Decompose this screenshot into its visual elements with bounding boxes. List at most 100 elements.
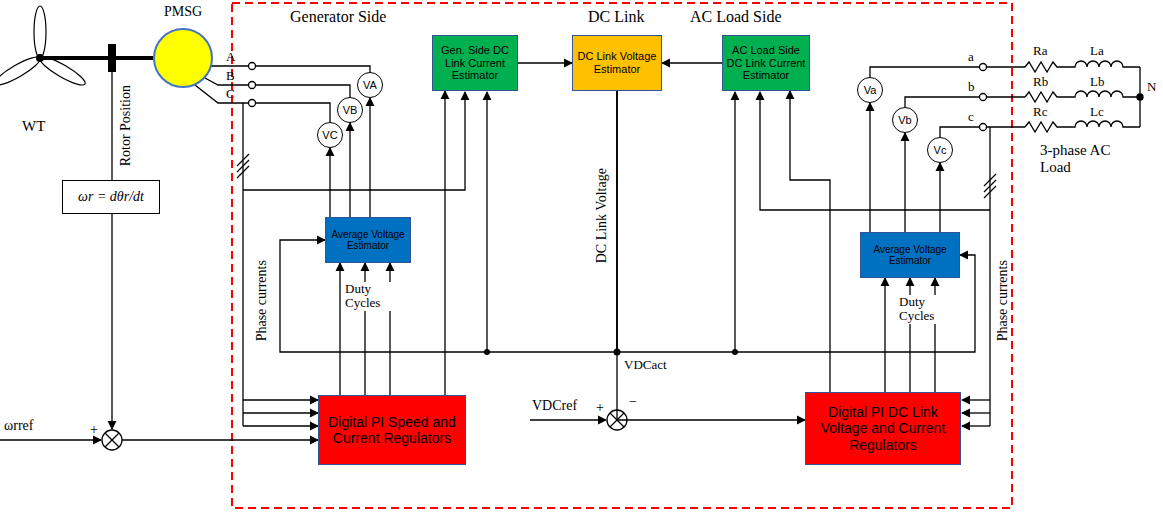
signal-connector — [280, 91, 617, 352]
node-text: VA — [363, 79, 377, 92]
voltmeter-circle: VB — [337, 97, 363, 123]
vertical-label: Phase currents — [253, 260, 268, 341]
wire — [105, 433, 119, 447]
wire — [243, 425, 318, 426]
wire — [1137, 94, 1143, 100]
signal-connector — [369, 98, 370, 217]
signal-label: B — [226, 69, 235, 83]
load-side-wires — [735, 64, 1025, 427]
signal-label: N — [1147, 80, 1156, 94]
wire — [905, 97, 1025, 107]
signal-label: Lb — [1090, 75, 1104, 89]
wire — [989, 127, 990, 426]
node-text: PMSG — [161, 4, 205, 20]
wire — [486, 92, 487, 352]
machine-circle: PMSG — [150, 4, 216, 92]
signal-label: Rb — [1033, 75, 1048, 89]
wire — [211, 66, 370, 72]
signal-label: DC Link — [588, 8, 644, 26]
wire — [249, 100, 256, 107]
vertical-label: DC Link Voltage — [593, 168, 608, 263]
wire — [243, 92, 465, 190]
wire — [962, 412, 990, 413]
node-text: Digital PI DC Link Voltage and Current R… — [806, 404, 960, 452]
rotor-wires — [0, 72, 318, 450]
signal-label: 3-phase AC Load — [1040, 142, 1115, 175]
dashed-boundary — [232, 3, 1012, 508]
signal-connector — [329, 148, 330, 217]
three-phase-load — [1025, 61, 1143, 132]
node-text: AC Load Side DC Link Current Estimator — [723, 44, 809, 82]
signal-connector — [444, 91, 445, 395]
wire — [980, 64, 987, 71]
signal-label: b — [968, 80, 975, 94]
wire — [962, 399, 990, 400]
vertical-label: Phase currents — [994, 260, 1009, 341]
wire — [242, 103, 243, 426]
signal-label: + — [90, 422, 98, 437]
signal-label: Duty Cycles — [344, 282, 398, 311]
signal-connector — [617, 91, 975, 352]
wire — [980, 94, 987, 101]
wire — [243, 412, 318, 413]
voltmeter-circle: Vb — [892, 107, 918, 133]
signal-connector — [617, 91, 805, 420]
node-text: Digital PI Speed and Current Regulators — [319, 414, 465, 446]
generator-circle — [153, 28, 213, 88]
signal-connector — [904, 133, 905, 232]
voltmeter-circle: VC — [317, 122, 343, 148]
node-text: Vb — [898, 114, 911, 127]
wire — [105, 433, 119, 447]
voltmeter-circle: Va — [857, 77, 883, 103]
signal-label: ωrref — [4, 418, 33, 433]
wire — [122, 439, 318, 440]
signal-connector — [662, 62, 722, 63]
node-text: Vc — [934, 144, 947, 157]
encoder — [108, 44, 116, 72]
node-text: VC — [322, 129, 337, 142]
signal-label: c — [968, 110, 974, 124]
wire — [1025, 121, 1140, 132]
wire — [249, 82, 256, 89]
regulator-box: Digital PI DC Link Voltage and Current R… — [805, 392, 961, 465]
wire — [984, 186, 996, 198]
wire — [102, 430, 122, 450]
wire — [734, 92, 735, 352]
wire — [195, 85, 330, 122]
signal-label: − — [629, 394, 637, 409]
wire — [980, 124, 987, 131]
signal-connector — [349, 123, 350, 217]
signal-connector — [518, 62, 572, 63]
formula-box: ωr = dθr/dt — [62, 180, 160, 214]
signal-connector — [939, 163, 940, 232]
signal-label: VDCact — [624, 358, 667, 372]
node-text: VB — [343, 104, 358, 117]
node-text: DC Link Voltage Estimator — [573, 50, 661, 75]
estimator-box: Average Voltage Estimator — [860, 232, 960, 278]
wire — [0, 53, 43, 89]
node-text: Gen. Side DC Link Current Estimator — [433, 44, 517, 82]
voltmeter-circle: Vc — [927, 137, 953, 163]
signal-label: A — [226, 50, 235, 64]
signal-connector — [884, 278, 885, 392]
wire — [111, 214, 112, 429]
generator-phase-lines — [195, 63, 487, 427]
signal-label: C — [226, 87, 235, 101]
wire — [984, 180, 996, 192]
wire — [34, 6, 46, 58]
vertical-label: Rotor Position — [117, 85, 132, 166]
signal-label: a — [968, 50, 974, 64]
wire — [249, 63, 256, 70]
signal-label: Duty Cycles — [898, 295, 952, 324]
wire — [0, 439, 101, 440]
signal-connector — [339, 263, 340, 395]
signal-label: Rc — [1033, 105, 1047, 119]
shaft — [40, 56, 153, 60]
estimator-box: DC Link Voltage Estimator — [572, 35, 662, 91]
signal-label: Generator Side — [290, 8, 386, 26]
estimator-box: Gen. Side DC Link Current Estimator — [432, 35, 518, 91]
wire — [962, 425, 990, 426]
signal-label: WT — [22, 118, 45, 135]
node-text: Average Voltage Estimator — [861, 244, 959, 267]
